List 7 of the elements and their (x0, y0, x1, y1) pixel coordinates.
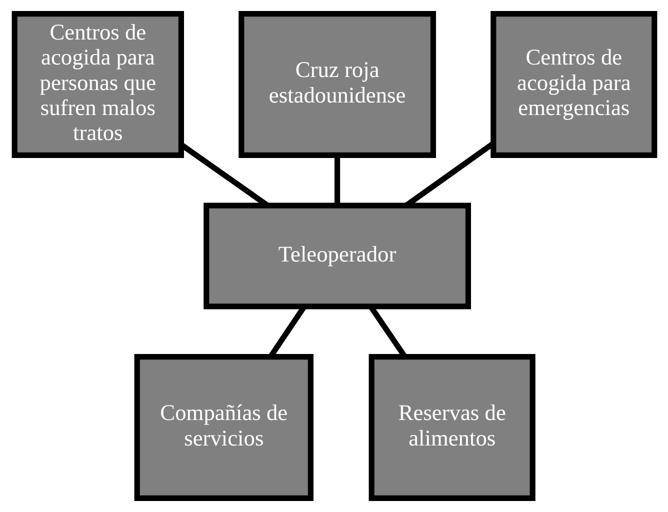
node-box: Centros de acogida para personas que sufren malos tratos (11, 11, 184, 158)
node-box: Centros de acogida para emergencias (490, 11, 657, 158)
node-box: Reservas de alimentos (368, 354, 535, 501)
connector (334, 156, 340, 206)
node-box: Teleoperador (203, 202, 470, 310)
node-box: Compañías de servicios (134, 354, 313, 501)
node-box: Cruz roja estadounidense (238, 11, 436, 158)
